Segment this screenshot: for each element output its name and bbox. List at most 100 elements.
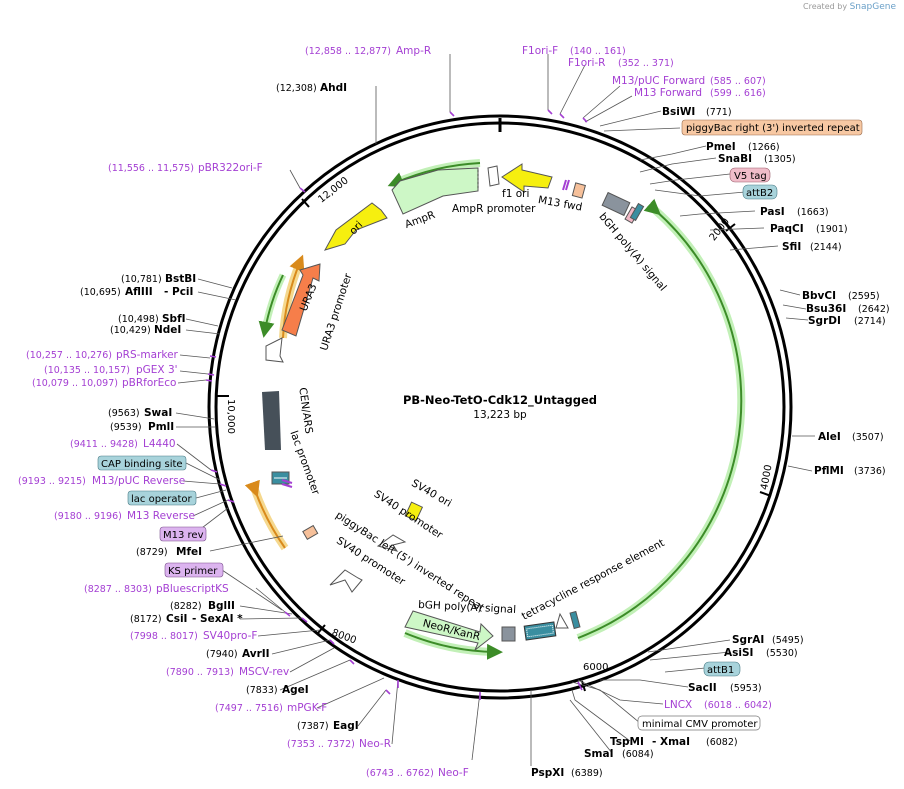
snapgene-credit: Created by SnapGene	[803, 2, 896, 12]
bbvci-site: BbvCI	[802, 290, 836, 302]
sfii-site: SfiI	[782, 241, 801, 253]
prs-range: (10,257 .. 10,276)	[26, 350, 112, 361]
m13-forward-primer: M13 Forward	[634, 87, 702, 99]
swai-pos: (9563)	[108, 408, 140, 419]
eagi-site: EagI	[333, 720, 359, 732]
avrii-site: AvrII	[242, 648, 270, 660]
tick-12000: 12,000	[316, 175, 350, 205]
label-f1-ori: f1 ori	[502, 188, 529, 200]
neor-primer: Neo-R	[359, 738, 391, 750]
xmai-pos: (6082)	[706, 737, 738, 748]
agei-pos: (7833)	[246, 685, 278, 696]
leader-lines	[175, 54, 815, 766]
smai-site: SmaI	[584, 748, 614, 760]
sgrai-pos: (5495)	[772, 635, 804, 646]
neo-f-primer: Neo-F	[438, 767, 469, 779]
cen-ars-feature	[262, 391, 281, 450]
pmli-site: PmlI	[148, 421, 174, 433]
lac-orange-bg	[251, 488, 289, 551]
ampr-feature	[391, 167, 479, 215]
mfei-pos: (8729)	[136, 547, 168, 558]
lncx-primer: LNCX	[664, 699, 692, 711]
cmv-box	[637, 715, 761, 731]
pbrfor-range: (10,079 .. 10,097)	[32, 378, 118, 389]
ura3-orange-arc	[282, 254, 305, 339]
lncx-range: (6018 .. 6042)	[704, 700, 772, 711]
v5-box	[729, 167, 771, 183]
l4440-primer: L4440	[143, 438, 176, 450]
sbfi-pos: (10,498)	[118, 314, 159, 325]
sexai-site: - SexAI *	[192, 613, 243, 625]
pb-right-box	[681, 119, 863, 136]
m13rev-label: M13 rev	[163, 530, 204, 541]
paqci-site: PaqCI	[770, 223, 804, 235]
paqci-pos: (1901)	[816, 224, 848, 235]
label-lac-promoter: lac promoter	[287, 429, 321, 497]
pasi-site: PasI	[760, 206, 785, 218]
pflmi-site: PflMI	[814, 465, 844, 477]
ahdi-pos: (12,308)	[276, 83, 317, 94]
pbr322-primer: pBR322ori-F	[198, 162, 263, 174]
pb-right-label: piggyBac right (3') inverted repeat	[686, 123, 860, 134]
m13puc-rev-range: (9193 .. 9215)	[18, 476, 86, 487]
eagi-pos: (7387)	[297, 721, 329, 732]
pbks-primer: pBluescriptKS	[156, 583, 229, 595]
attb2-feature	[629, 202, 645, 222]
ahdi-site: AhdI	[320, 82, 347, 94]
agei-site: AgeI	[282, 684, 309, 696]
prs-primer: pRS-marker	[116, 349, 179, 361]
sbfi-site: SbfI	[162, 313, 186, 325]
pb-left-feature	[302, 524, 319, 541]
bgh1-feature	[571, 182, 586, 199]
ura3-promoter-feature	[265, 337, 284, 363]
bbvci-pos: (2595)	[848, 291, 880, 302]
csii-site: CsiI	[166, 613, 187, 625]
mpgk-primer: mPGK-F	[287, 702, 327, 714]
sacii-pos: (5953)	[730, 683, 762, 694]
tspmi-site: TspMI	[610, 736, 644, 748]
mfei-site: MfeI	[176, 546, 202, 558]
ks-label: KS primer	[168, 566, 218, 577]
pgex-primer: pGEX 3'	[136, 364, 178, 376]
attb2-box	[742, 184, 778, 200]
label-ampr-promoter: AmpR promoter	[452, 203, 536, 215]
pmei-site: PmeI	[706, 141, 736, 153]
attb1-feature	[569, 610, 581, 630]
pgex-range: (10,135 .. 10,157)	[44, 365, 130, 376]
lac-orange-arc	[244, 479, 286, 549]
sv40pro-primer: SV40pro-F	[203, 630, 257, 642]
f1ori-r-range: (352 .. 371)	[618, 58, 674, 69]
ndei-site: NdeI	[154, 324, 181, 336]
label-pb-left: piggyBac left (5') inverted repeat	[333, 509, 486, 614]
avrii-pos: (7940)	[206, 649, 238, 660]
cap-box	[97, 455, 187, 471]
backbone-outer	[207, 114, 793, 700]
sv40-ori-feature	[404, 501, 424, 522]
sgrdi-site: SgrDI	[808, 315, 841, 327]
asisi-pos: (5530)	[766, 648, 798, 659]
snabi-site: SnaBI	[718, 153, 752, 165]
m13rev-box	[159, 526, 207, 542]
m13rev-range: (9180 .. 9196)	[54, 511, 122, 522]
sv40-promoter2-feature	[329, 569, 363, 593]
m13-puc-forward-range: (585 .. 607)	[710, 76, 766, 87]
ori-feature	[323, 202, 388, 251]
bstbi-site: BstBI	[165, 273, 196, 285]
f1ori-f-range: (140 .. 161)	[570, 46, 626, 57]
bstbi-pos: (10,781)	[121, 274, 162, 285]
mpgk-range: (7497 .. 7516)	[215, 703, 283, 714]
ampr-promoter-feature	[487, 165, 500, 187]
pmli-pos: (9539)	[110, 422, 142, 433]
sv40-promoter1-feature	[376, 534, 407, 552]
attb2-label: attB2	[746, 188, 773, 199]
sgrai-site: SgrAI	[732, 634, 764, 646]
neor-range: (7353 .. 7372)	[287, 739, 355, 750]
alei-site: AleI	[818, 431, 841, 443]
primer-marks	[205, 109, 588, 700]
label-tre: tetracycline response element	[520, 537, 667, 623]
f1ori-r-primer: F1ori-R	[568, 57, 605, 69]
bsu36i-pos: (2642)	[858, 304, 890, 315]
m13-puc-forward-primer: M13/pUC Forward	[612, 75, 705, 87]
label-bgh1: bGH poly(A) signal	[596, 211, 668, 294]
